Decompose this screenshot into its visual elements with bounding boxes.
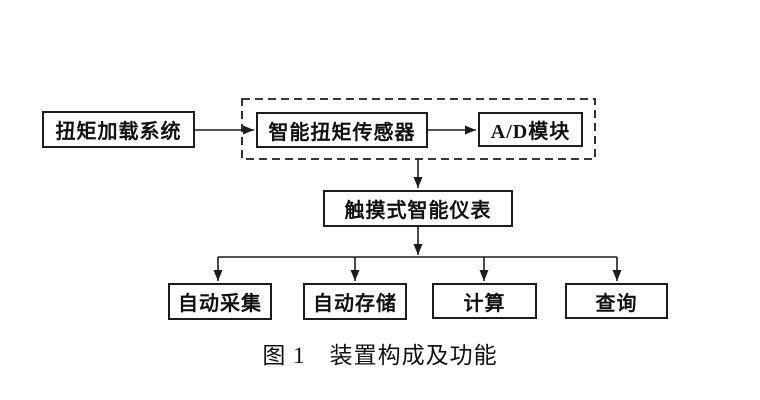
figure-caption: 图 1 装置构成及功能 <box>262 343 498 368</box>
node-query: 查询 <box>565 283 668 319</box>
node-auto-collect: 自动采集 <box>168 283 272 320</box>
node-torque-loading-system: 扭矩加载系统 <box>42 111 195 148</box>
node-ad-module: A/D模块 <box>478 112 583 147</box>
node-auto-store: 自动存储 <box>303 283 407 320</box>
node-touch-smart-instrument: 触摸式智能仪表 <box>323 190 513 227</box>
node-smart-torque-sensor: 智能扭矩传感器 <box>256 112 428 148</box>
node-calculate: 计算 <box>432 283 537 319</box>
